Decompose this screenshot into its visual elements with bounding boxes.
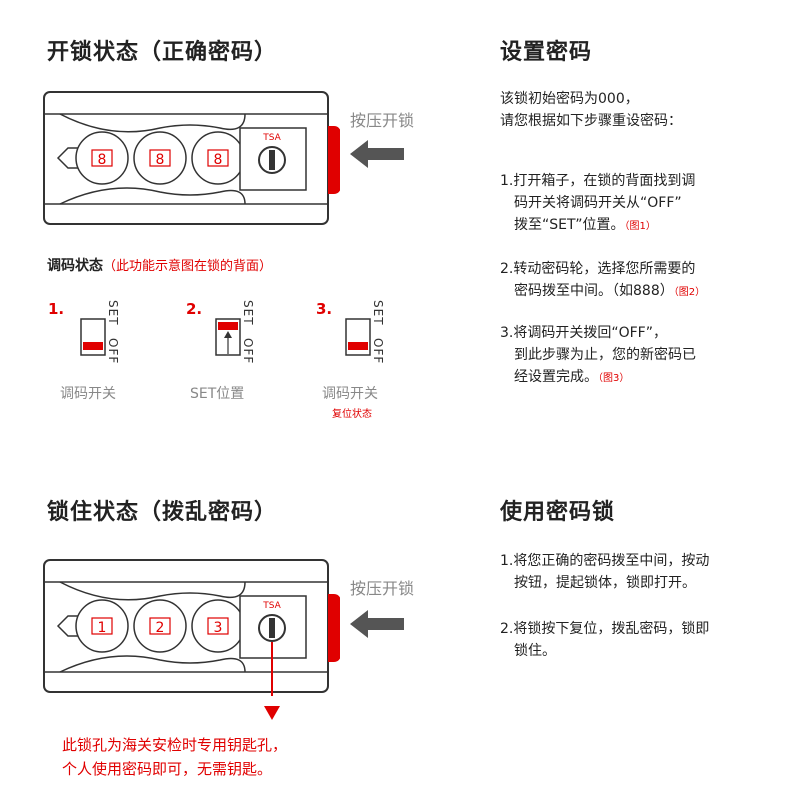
set-password-title: 设置密码 (500, 40, 593, 65)
dial-switch-3[interactable] (345, 318, 371, 356)
press-to-open-label: 按压开锁 (350, 579, 415, 598)
figure-ref: （图1） (624, 221, 656, 232)
step-line: 3.将调码开关拨回“OFF”， (500, 325, 667, 341)
tsa-label: TSA (262, 133, 281, 143)
step-line: 按钮，提起锁体，锁即打开。 (514, 575, 696, 591)
step-line: 码开关将调码开关从“OFF” (514, 195, 682, 211)
tsa-label: TSA (262, 601, 281, 611)
dial-state-label: 调码状态 (47, 258, 103, 274)
step-line: 1.将您正确的密码拨至中间，按动 (500, 553, 710, 569)
intro-line: 请您根据如下步骤重设密码： (500, 113, 682, 129)
press-button (328, 126, 340, 194)
step-line: 2.转动密码轮，选择您所需要的 (500, 261, 696, 277)
locked-state-title: 锁住状态（拨乱密码） (47, 500, 278, 525)
keyhole-note-line: 此锁孔为海关安检时专用钥匙孔， (62, 736, 288, 754)
step-line: 到此步骤为止，您的新密码已 (514, 347, 696, 363)
step-line: 密码拨至中间。（如888） (514, 283, 674, 299)
off-label: OFF (371, 338, 385, 365)
figure-ref: （图2） (673, 287, 706, 298)
switch-caption: SET位置 (190, 386, 245, 402)
dial-state-note: （此功能示意图在锁的背面） (103, 259, 273, 274)
wheel-digit: 1 (98, 620, 107, 636)
switch-number: 2. (186, 300, 203, 318)
keyhole-pointer-arrow-icon (264, 706, 280, 720)
step-line-with-ref: 拨至“SET”位置。（图1） (514, 214, 656, 238)
wheel-digit: 8 (156, 152, 165, 168)
step-line: 锁住。 (514, 643, 556, 659)
open-state-title: 开锁状态（正确密码） (47, 40, 278, 65)
press-button (328, 594, 340, 662)
lock-diagram-open: 8 8 8 TSA (43, 91, 340, 225)
figure-ref: （图3） (598, 373, 630, 384)
set-label: SET (241, 300, 255, 326)
lock-diagram-locked: 1 2 3 TSA (43, 559, 340, 696)
intro-line: 该锁初始密码为000， (500, 91, 639, 107)
step-line-with-ref: 密码拨至中间。（如888）（图2） (514, 280, 705, 304)
step-line: 1.打开箱子，在锁的背面找到调 (500, 173, 696, 189)
set-label: SET (106, 300, 120, 326)
step-line: 拨至“SET”位置。 (514, 217, 625, 233)
dial-state-title: 调码状态（此功能示意图在锁的背面） (47, 255, 272, 275)
dial-switch-2[interactable] (215, 318, 241, 356)
switch-number: 1. (48, 300, 65, 318)
wheel-digit: 8 (214, 152, 223, 168)
press-arrow-icon (350, 140, 404, 168)
press-to-open-label: 按压开锁 (350, 111, 415, 130)
reset-state-caption: 复位状态 (332, 409, 372, 420)
wheel-digit: 8 (98, 152, 107, 168)
step-line: 2.将锁按下复位，拨乱密码，锁即 (500, 621, 710, 637)
wheel-digit: 3 (214, 620, 223, 636)
step-line-with-ref: 经设置完成。（图3） (514, 366, 629, 390)
set-label: SET (371, 300, 385, 326)
off-label: OFF (241, 338, 255, 365)
off-label: OFF (106, 338, 120, 365)
use-lock-title: 使用密码锁 (500, 500, 616, 525)
keyhole-note-line: 个人使用密码即可，无需钥匙。 (62, 760, 273, 778)
wheel-digit: 2 (156, 620, 165, 636)
step-line: 经设置完成。 (514, 369, 598, 385)
switch-caption: 调码开关 (322, 386, 378, 402)
switch-number: 3. (316, 300, 333, 318)
press-arrow-icon (350, 610, 404, 638)
switch-caption: 调码开关 (60, 386, 116, 402)
dial-switch-1[interactable] (80, 318, 106, 356)
